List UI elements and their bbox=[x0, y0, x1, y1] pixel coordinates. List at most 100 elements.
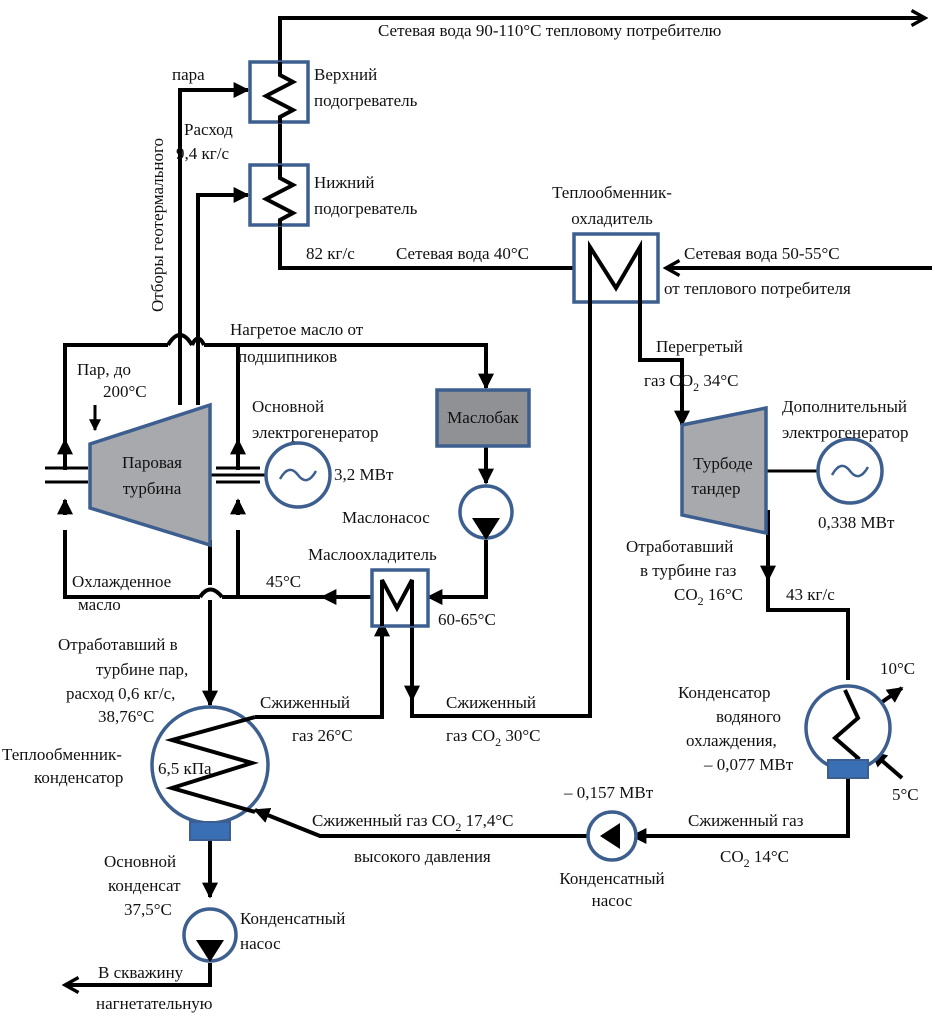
label-network-water-out: Сетевая вода 90-110°С тепловому потребит… bbox=[378, 21, 722, 40]
pipe-extraction-lower bbox=[196, 187, 250, 405]
label-temp-60-65: 60-65°С bbox=[438, 610, 496, 629]
turboexpander bbox=[680, 405, 768, 536]
label-turbine-2: турбина bbox=[123, 479, 182, 498]
label-spent-steam-4: 38,76°С bbox=[98, 707, 154, 726]
bearing-left bbox=[45, 466, 88, 484]
label-steam-in-1: Пар, до bbox=[77, 360, 131, 379]
label-liquid-14-1: Сжиженный газ bbox=[688, 811, 804, 830]
label-liquid-hp-2: высокого давления bbox=[354, 847, 491, 866]
label-lower-heater-1: Нижний bbox=[314, 173, 374, 192]
label-cpump-1: Конденсатный bbox=[559, 869, 664, 888]
label-temp-10: 10°С bbox=[880, 659, 915, 678]
steam-turbine bbox=[88, 402, 212, 548]
pipe-superheated-co2 bbox=[638, 310, 690, 427]
label-flow-2: 9,4 кг/с bbox=[176, 144, 229, 163]
label-spent-steam-2: турбине пар, bbox=[96, 660, 188, 679]
label-liquid-26-2: газ 26°С bbox=[292, 726, 353, 745]
extra-generator bbox=[816, 437, 884, 505]
label-spent-steam-1: Отработавший в bbox=[58, 635, 178, 654]
main-condensate-pump bbox=[182, 907, 238, 963]
label-spent-gas-1: Отработавший bbox=[626, 537, 733, 556]
label-hot-oil-2: подшипников bbox=[238, 347, 337, 366]
label-liquid-30-2: газ CO2 30°С bbox=[446, 726, 541, 749]
label-main-gen-1: Основной bbox=[252, 397, 324, 416]
label-steam-in-2: 200°С bbox=[103, 382, 147, 401]
label-well-1: В скважину bbox=[98, 963, 184, 982]
label-cooled-oil-2: масло bbox=[78, 595, 121, 614]
label-superheated-2: газ CO2 34°С bbox=[644, 371, 739, 394]
label-liquid-hp-1: Сжиженный газ CO2 17,4°С bbox=[312, 811, 513, 834]
pipe-pump-cooler bbox=[426, 540, 488, 605]
oil-pump bbox=[458, 484, 514, 540]
label-flow-82: 82 кг/с bbox=[306, 244, 355, 263]
label-upper-heater-1: Верхний bbox=[314, 65, 377, 84]
label-hx-cond-2: конденсатор bbox=[34, 768, 123, 787]
label-oil-cooler: Маслоохладитель bbox=[308, 545, 437, 564]
label-main-gen-2: электрогенератор bbox=[252, 423, 378, 442]
label-wcond-3: охлаждения, bbox=[686, 731, 777, 750]
label-steam: пара bbox=[172, 65, 205, 84]
label-extra-gen-power: 0,338 МВт bbox=[818, 513, 895, 532]
label-liquid-14-2: CO2 14°С bbox=[720, 847, 789, 870]
label-flow-43: 43 кг/с bbox=[786, 585, 835, 604]
label-turbine-1: Паровая bbox=[122, 453, 182, 472]
hx-condenser bbox=[150, 705, 270, 841]
bearing-right bbox=[216, 466, 260, 484]
pipe-spent-steam bbox=[200, 540, 222, 705]
label-main-cond-2: конденсат bbox=[108, 876, 181, 895]
label-liquid-26-1: Сжиженный bbox=[260, 693, 350, 712]
pipe-extraction-upper bbox=[178, 82, 250, 405]
label-upper-heater-2: подогреватель bbox=[314, 91, 418, 110]
label-spent-gas-2: в турбине газ bbox=[640, 561, 737, 580]
label-cpump2-1: Конденсатный bbox=[240, 909, 345, 928]
oil-cooler bbox=[370, 568, 430, 628]
label-oil-pump: Маслонасос bbox=[342, 508, 430, 527]
main-generator bbox=[264, 441, 332, 509]
label-wcond-1: Конденсатор bbox=[678, 683, 770, 702]
label-main-cond-3: 37,5°С bbox=[124, 900, 172, 919]
label-superheated-1: Перегретый bbox=[656, 337, 743, 356]
label-spent-steam-3: расход 0,6 кг/с, bbox=[66, 684, 175, 703]
co2-condensate-pump bbox=[586, 810, 638, 862]
label-hx-cooler-1: Теплообменник- bbox=[552, 183, 672, 202]
label-spent-gas-3: CO2 16°С bbox=[674, 585, 743, 608]
label-hot-oil-1: Нагретое масло от bbox=[230, 320, 364, 339]
upper-heater bbox=[248, 60, 310, 124]
label-hx-cooler-2: охладитель bbox=[571, 209, 653, 228]
hx-cooler bbox=[572, 232, 660, 310]
pipe-liquid-co2-26 bbox=[255, 620, 390, 719]
label-network-water-in-2: от теплового потребителя bbox=[664, 279, 851, 298]
label-main-cond-1: Основной bbox=[104, 852, 176, 871]
label-flow-1: Расход bbox=[184, 120, 233, 139]
label-pressure: 6,5 кПа bbox=[158, 759, 212, 778]
label-temp-45: 45°С bbox=[266, 572, 301, 591]
lower-heater bbox=[248, 163, 310, 227]
label-hx-cond-1: Теплообменник- bbox=[2, 745, 122, 764]
label-wcond-2: водяного bbox=[716, 707, 781, 726]
label-turboexp-2: тандер bbox=[692, 479, 741, 498]
water-condenser bbox=[804, 684, 892, 779]
label-turboexp-1: Турбоде bbox=[693, 454, 752, 473]
label-lower-heater-2: подогреватель bbox=[314, 199, 418, 218]
pipe-network-water-40 bbox=[278, 226, 574, 270]
label-cooled-oil-1: Охлажденное bbox=[72, 572, 171, 591]
pipe-to-well bbox=[65, 963, 212, 985]
oil-tank bbox=[435, 388, 531, 448]
pipe-network-water-out bbox=[278, 18, 925, 62]
label-temp-5: 5°С bbox=[892, 785, 919, 804]
pipe-liquid-co2-hp bbox=[253, 807, 590, 838]
pipe-liquid-co2-14 bbox=[630, 778, 850, 844]
label-wcond-4: – 0,077 МВт bbox=[703, 755, 794, 774]
label-liquid-30-1: Сжиженный bbox=[446, 693, 536, 712]
label-oil-tank: Маслобак bbox=[447, 408, 519, 427]
pipe-co2-43 bbox=[766, 580, 850, 680]
label-cpump-power: – 0,157 МВт bbox=[563, 783, 654, 802]
label-cpump-2: насос bbox=[592, 891, 633, 910]
label-main-gen-power: 3,2 МВт bbox=[334, 465, 394, 484]
label-network-water-40: Сетевая вода 40°С bbox=[396, 244, 529, 263]
pipe-hot-oil bbox=[63, 333, 486, 470]
pipe-liquid-co2-30b bbox=[410, 310, 592, 718]
label-extra-gen-2: электрогенератор bbox=[782, 423, 908, 442]
label-well-2: нагнетательную bbox=[96, 994, 213, 1013]
